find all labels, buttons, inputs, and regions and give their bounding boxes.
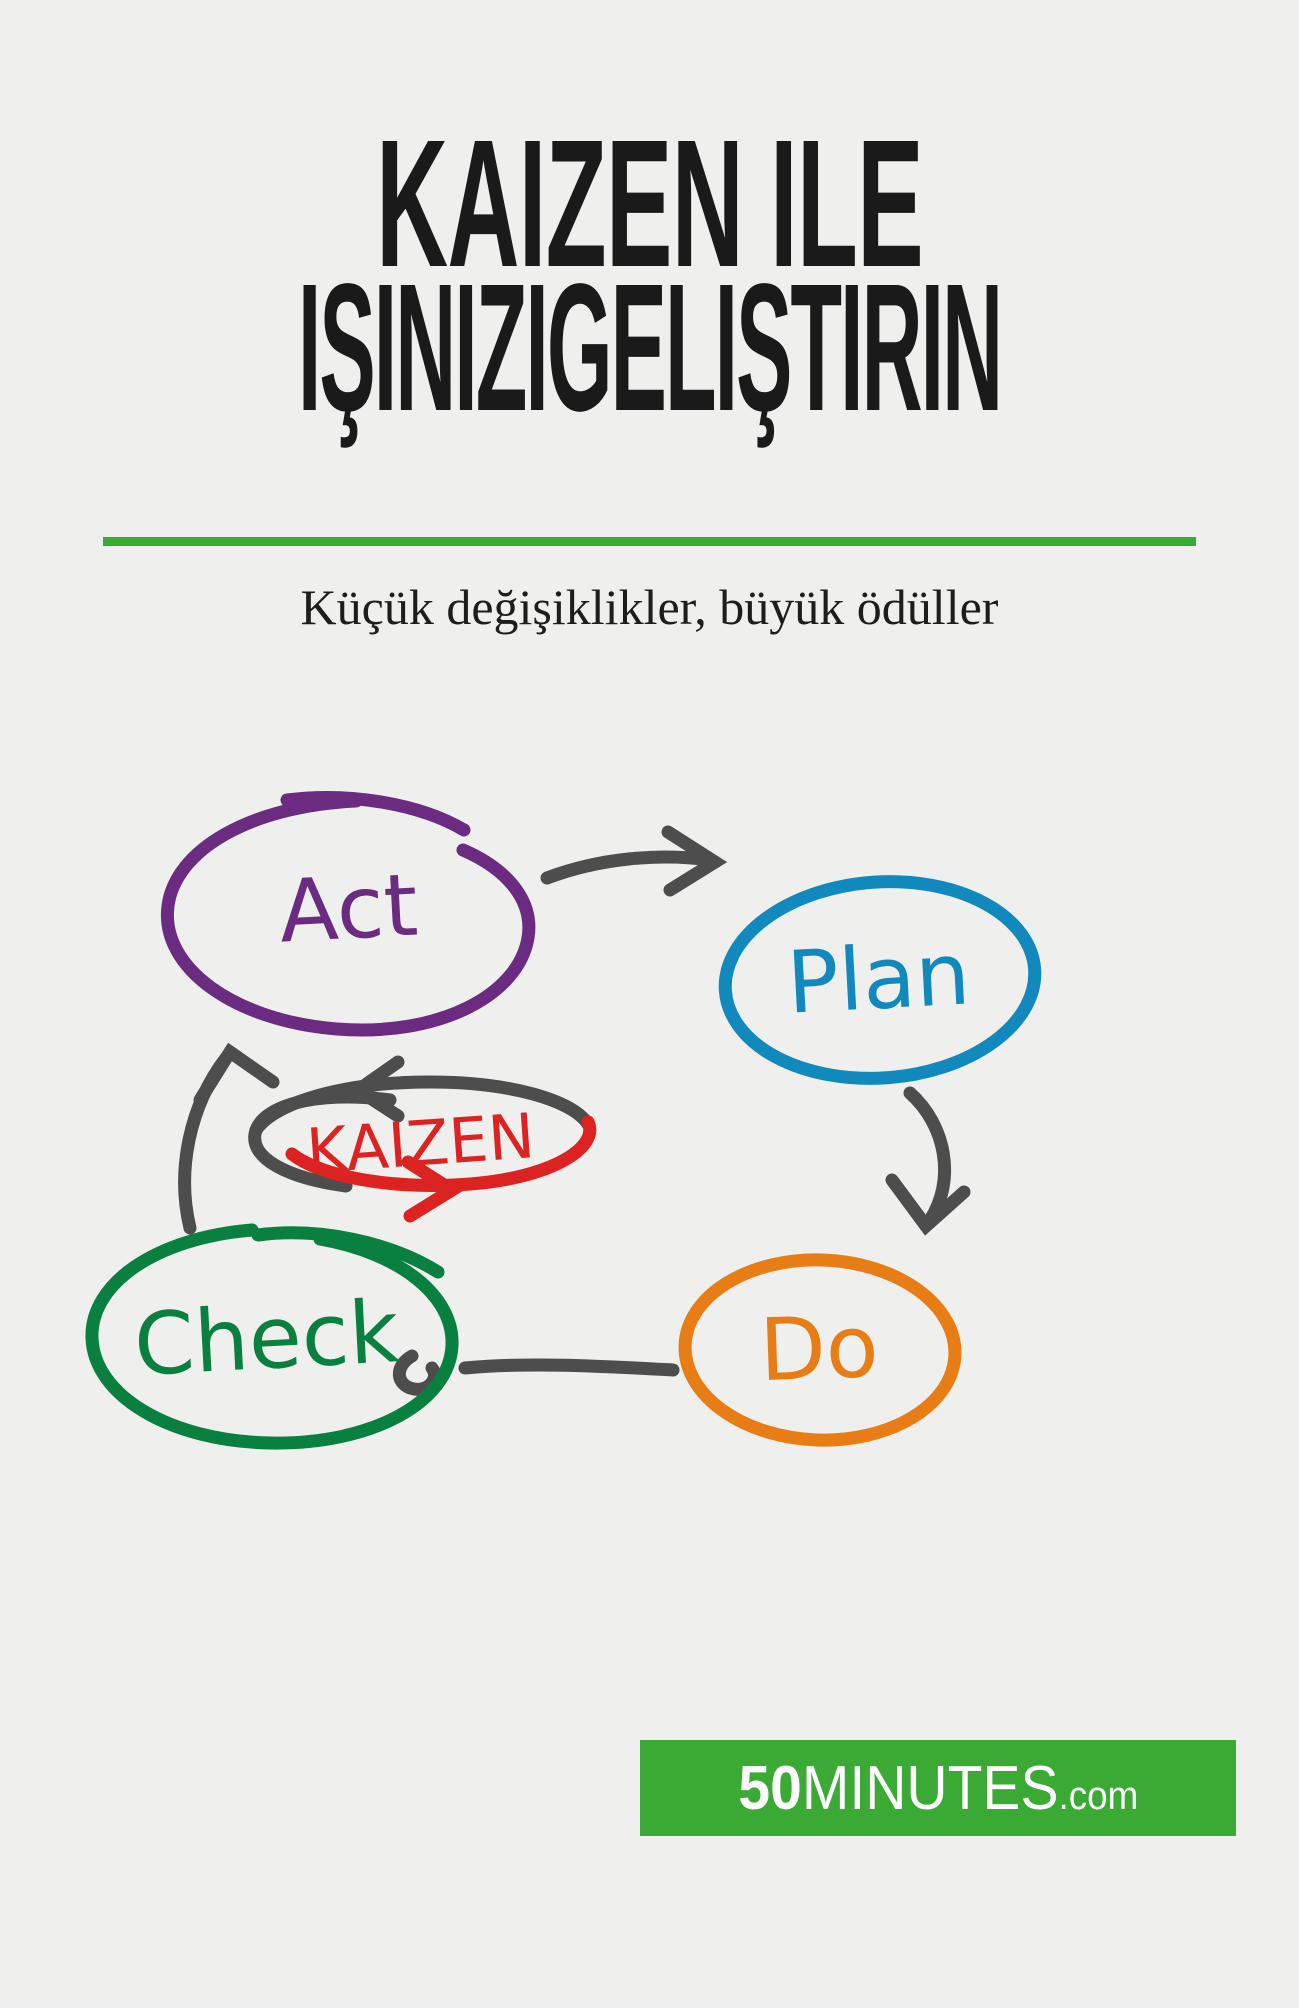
publisher-logo: 50MINUTES.com — [640, 1740, 1236, 1836]
node-kaizen: KAIZEN — [248, 1055, 597, 1223]
title-line-1: KAIZEN ILE — [376, 102, 924, 306]
title-divider-rule — [103, 537, 1196, 546]
kaizen-label: KAIZEN — [304, 1099, 537, 1188]
act-ellipse — [160, 794, 536, 1037]
node-act: Act — [160, 791, 536, 1037]
check-label: Check — [132, 1282, 402, 1396]
publisher-logo-number: 50 — [738, 1753, 802, 1823]
kaizen-arrowhead-grey — [346, 1055, 405, 1123]
publisher-logo-tld: .com — [1058, 1773, 1138, 1818]
check-ellipse-tail — [251, 1226, 445, 1279]
publisher-logo-word: MINUTES — [801, 1753, 1059, 1823]
page-title: KAIZEN ILE IŞINIZIGELIŞTIRIN — [0, 113, 1299, 439]
arrow-plan-to-do — [885, 1086, 971, 1236]
node-do: Do — [678, 1253, 962, 1447]
plan-ellipse — [718, 875, 1042, 1085]
plan-label: Plan — [785, 924, 973, 1033]
pdca-kaizen-diagram: Act Plan Do — [60, 790, 1240, 1470]
check-ellipse — [85, 1223, 459, 1450]
subtitle: Küçük değişiklikler, büyük ödüller — [300, 579, 999, 635]
kaizen-loop-grey-top — [249, 1075, 595, 1137]
node-plan: Plan — [718, 875, 1042, 1085]
kaizen-arrowhead-red — [401, 1155, 465, 1223]
do-ellipse — [678, 1253, 962, 1447]
kaizen-loop-red — [285, 1115, 597, 1192]
act-ellipse-tail — [280, 791, 471, 837]
node-check: Check — [85, 1223, 459, 1450]
act-label: Act — [277, 855, 420, 962]
do-label: Do — [758, 1297, 880, 1401]
arrow-do-to-check — [392, 1349, 680, 1396]
arrow-act-to-plan — [540, 825, 728, 897]
publisher-logo-text: 50MINUTES.com — [738, 1753, 1138, 1824]
arrow-check-to-act — [178, 1042, 280, 1235]
title-line-2: IŞINIZIGELIŞTIRIN — [297, 246, 1003, 450]
